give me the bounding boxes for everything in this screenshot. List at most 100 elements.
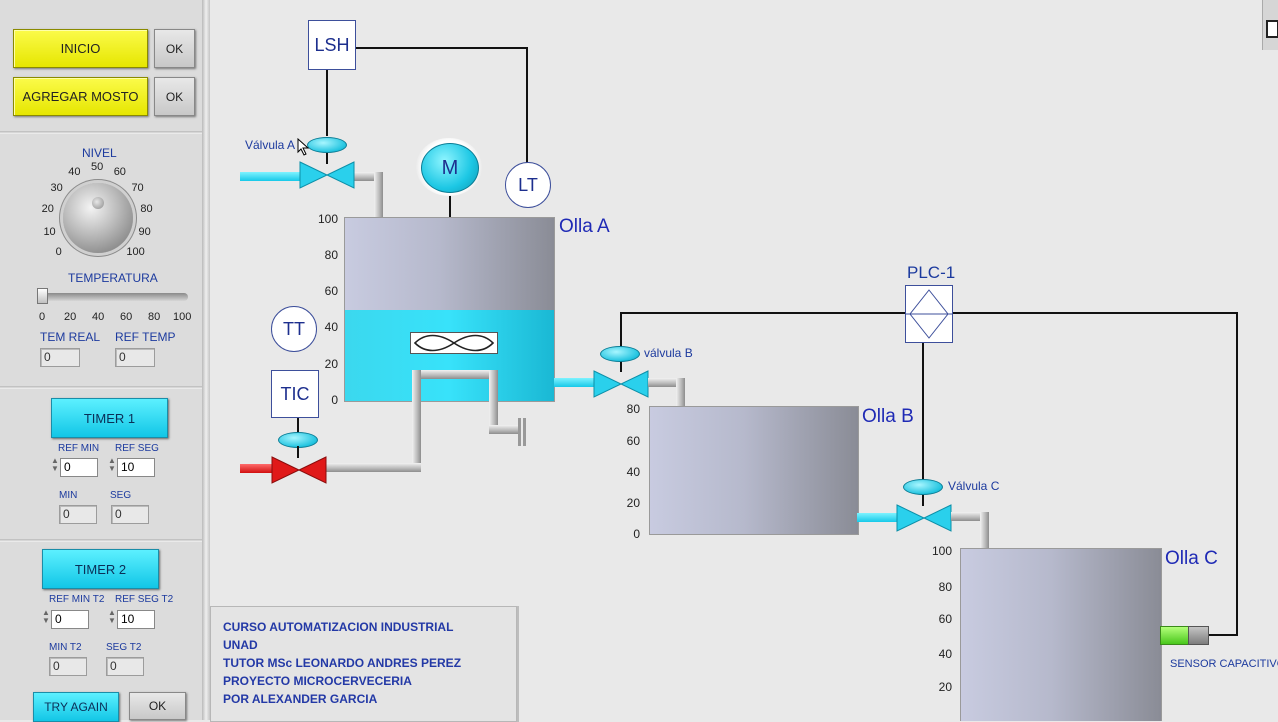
- tank-a-scale-tick: 100: [317, 212, 338, 226]
- level-knob-tick: 50: [91, 161, 104, 173]
- drain-pipe: [489, 425, 519, 434]
- tank-a-liquid: [345, 309, 554, 401]
- transfer-pipe-a-b: [554, 378, 596, 387]
- pipe: [353, 172, 383, 181]
- valve-a-actuator[interactable]: [307, 137, 347, 153]
- timer2-seg-indicator: 0: [106, 657, 144, 676]
- start-ok-indicator[interactable]: OK: [154, 29, 195, 68]
- timer2-button[interactable]: TIMER 2: [42, 549, 159, 589]
- spinner-arrows-icon[interactable]: ▲▼: [51, 456, 59, 473]
- spinner-arrows-icon[interactable]: ▲▼: [42, 608, 50, 625]
- tt-temperature-transmitter[interactable]: TT: [271, 306, 317, 352]
- knob-pointer: [92, 197, 104, 209]
- lsh-level-switch[interactable]: LSH: [308, 20, 356, 70]
- temp-real-indicator: 0: [40, 348, 80, 367]
- tank-c-scale-tick: 40: [938, 647, 952, 661]
- level-knob-tick: 90: [138, 226, 151, 239]
- capacitive-sensor-body: [1188, 626, 1209, 645]
- spinner-arrows-icon[interactable]: ▲▼: [108, 456, 116, 473]
- tank-a-scale-tick: 0: [331, 393, 338, 407]
- timer2-ref-seg-input[interactable]: 10: [117, 610, 155, 629]
- tank-c: [960, 548, 1162, 721]
- timer1-seg-indicator: 0: [111, 505, 149, 524]
- temperature-slider-track[interactable]: [41, 293, 188, 301]
- tank-a-scale-tick: 60: [324, 284, 338, 298]
- add-must-ok-indicator[interactable]: OK: [154, 77, 195, 116]
- tank-c-scale-tick: 20: [938, 680, 952, 694]
- timer1-button[interactable]: TIMER 1: [51, 398, 168, 438]
- agitator: [410, 332, 498, 354]
- separator: [0, 386, 202, 389]
- credits-line: CURSO AUTOMATIZACION INDUSTRIAL: [223, 620, 454, 634]
- slider-tick: 40: [92, 311, 105, 323]
- plc-block[interactable]: [905, 285, 953, 343]
- transfer-pipe-b-c: [857, 513, 899, 522]
- valve-b-wire: [620, 312, 622, 348]
- start-button[interactable]: INICIO: [13, 29, 148, 68]
- timer1-ref-seg-input[interactable]: 10: [117, 458, 155, 477]
- slider-tick: 100: [173, 311, 192, 323]
- timer1-ref-min-input[interactable]: 0: [60, 458, 98, 477]
- valve-a[interactable]: [298, 160, 356, 190]
- valve-b[interactable]: [592, 369, 650, 399]
- timer1-ref-min-label: REF MIN: [58, 443, 100, 454]
- temp-real-label: TEM REAL: [40, 330, 101, 344]
- mouse-cursor-icon: [297, 138, 310, 156]
- slider-tick: 0: [39, 311, 46, 323]
- tic-circle: TIC: [274, 373, 316, 415]
- steam-valve[interactable]: [270, 455, 328, 485]
- lt-level-transmitter[interactable]: LT: [505, 162, 551, 208]
- timer2-ref-min-label: REF MIN T2: [49, 594, 105, 605]
- coil-pipe: [412, 370, 498, 379]
- timer2-ref-min-input[interactable]: 0: [51, 610, 89, 629]
- tank-b-scale-tick: 0: [633, 527, 640, 541]
- sensor-wire: [1207, 634, 1238, 636]
- pipe: [648, 378, 684, 387]
- level-knob-tick: 20: [41, 203, 54, 216]
- level-knob-tick: 10: [43, 226, 56, 239]
- timer1-min-label: MIN: [59, 490, 78, 501]
- tank-a-scale-tick: 80: [324, 248, 338, 262]
- add-must-button[interactable]: AGREGAR MOSTO: [13, 77, 148, 116]
- spinner-arrows-icon[interactable]: ▲▼: [108, 608, 116, 625]
- level-label: NIVEL: [82, 146, 117, 160]
- try-again-ok-indicator[interactable]: OK: [129, 692, 186, 720]
- tank-c-name: Olla C: [1165, 548, 1218, 569]
- valve-a-stem: [326, 148, 328, 164]
- tank-a-scale-tick: 40: [324, 320, 338, 334]
- window-edge-controls[interactable]: [1262, 0, 1278, 50]
- window-icon[interactable]: [1266, 20, 1278, 38]
- steam-valve-stem: [297, 446, 299, 458]
- level-knob-tick: 40: [68, 166, 81, 179]
- level-knob[interactable]: [63, 183, 133, 253]
- coil-pipe: [412, 370, 421, 470]
- try-again-button[interactable]: TRY AGAIN: [33, 692, 119, 722]
- tic-temperature-controller[interactable]: TIC: [271, 370, 319, 418]
- valve-c[interactable]: [895, 503, 953, 533]
- level-knob-tick: 100: [126, 246, 145, 259]
- ref-temp-indicator: 0: [115, 348, 155, 367]
- timer2-min-indicator: 0: [49, 657, 87, 676]
- valve-b-actuator[interactable]: [600, 346, 640, 362]
- pipe: [676, 378, 685, 408]
- valve-b-stem: [620, 358, 622, 372]
- timer2-min-label: MIN T2: [49, 642, 82, 653]
- tank-c-scale-tick: 80: [938, 580, 952, 594]
- valve-c-actuator[interactable]: [903, 479, 943, 495]
- valve-b-label: válvula B: [644, 346, 693, 360]
- tank-a-scale-tick: 20: [324, 357, 338, 371]
- valve-c-wire: [922, 340, 924, 480]
- temperature-slider-thumb[interactable]: [37, 288, 48, 304]
- steam-inlet-pipe: [240, 464, 274, 473]
- motor[interactable]: M: [421, 143, 479, 193]
- lsh-circle: LSH: [311, 24, 353, 66]
- tank-a-name: Olla A: [559, 216, 610, 237]
- pipe: [980, 512, 989, 549]
- credits-line: PROYECTO MICROCERVECERIA: [223, 674, 412, 688]
- lsh-lt-wire: [354, 47, 528, 49]
- level-knob-tick: 80: [140, 203, 153, 216]
- tank-c-scale-tick: 100: [931, 544, 952, 558]
- valve-a-label: Válvula A: [245, 138, 296, 152]
- capacitive-sensor[interactable]: [1160, 626, 1191, 645]
- level-knob-tick: 30: [50, 181, 63, 194]
